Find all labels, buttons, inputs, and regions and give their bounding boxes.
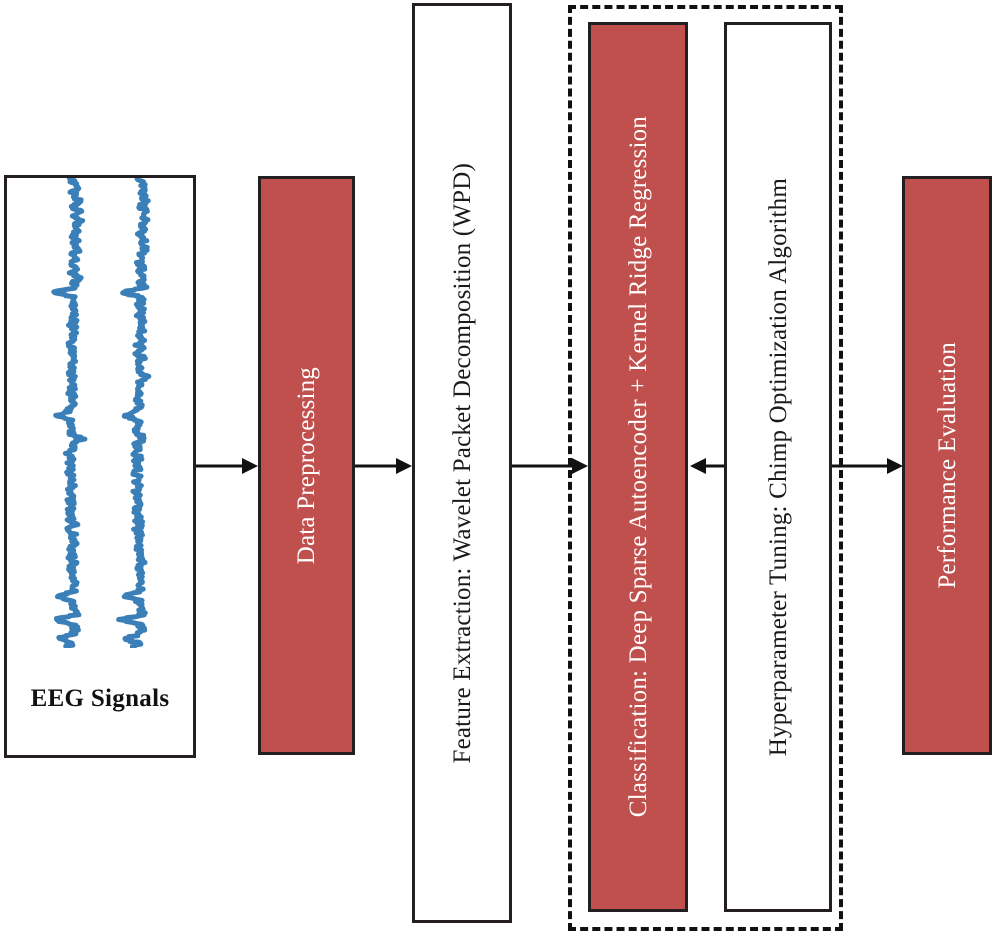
eeg-waveform-plot [51, 178, 152, 648]
connector-group-to-evaluation [832, 454, 903, 478]
connector-eeg-to-preprocessing [196, 454, 258, 478]
node-eeg-signals[interactable]: EEG Signals [4, 175, 196, 758]
node-feature-extraction-label: Feature Extraction: Wavelet Packet Decom… [448, 162, 476, 764]
node-classification-label: Classification: Deep Sparse Autoencoder … [624, 116, 652, 818]
connector-tuning-to-classification [688, 454, 724, 478]
eeg-trace [51, 178, 88, 648]
node-feature-extraction[interactable]: Feature Extraction: Wavelet Packet Decom… [412, 3, 512, 923]
node-data-preprocessing-label: Data Preprocessing [293, 366, 320, 565]
node-hyperparameter-tuning[interactable]: Hyperparameter Tuning: Chimp Optimizatio… [724, 22, 832, 912]
eeg-signals-caption: EEG Signals [30, 685, 170, 712]
node-classification[interactable]: Classification: Deep Sparse Autoencoder … [588, 22, 688, 912]
connector-preprocessing-to-feature [355, 454, 412, 478]
node-data-preprocessing[interactable]: Data Preprocessing [258, 176, 355, 755]
group-model-block [568, 5, 843, 931]
node-hyperparameter-tuning-label: Hyperparameter Tuning: Chimp Optimizatio… [764, 177, 792, 757]
connector-feature-to-classification [512, 454, 588, 478]
eeg-trace [116, 178, 152, 648]
node-performance-evaluation[interactable]: Performance Evaluation [902, 176, 992, 755]
node-performance-evaluation-label: Performance Evaluation [933, 342, 961, 589]
